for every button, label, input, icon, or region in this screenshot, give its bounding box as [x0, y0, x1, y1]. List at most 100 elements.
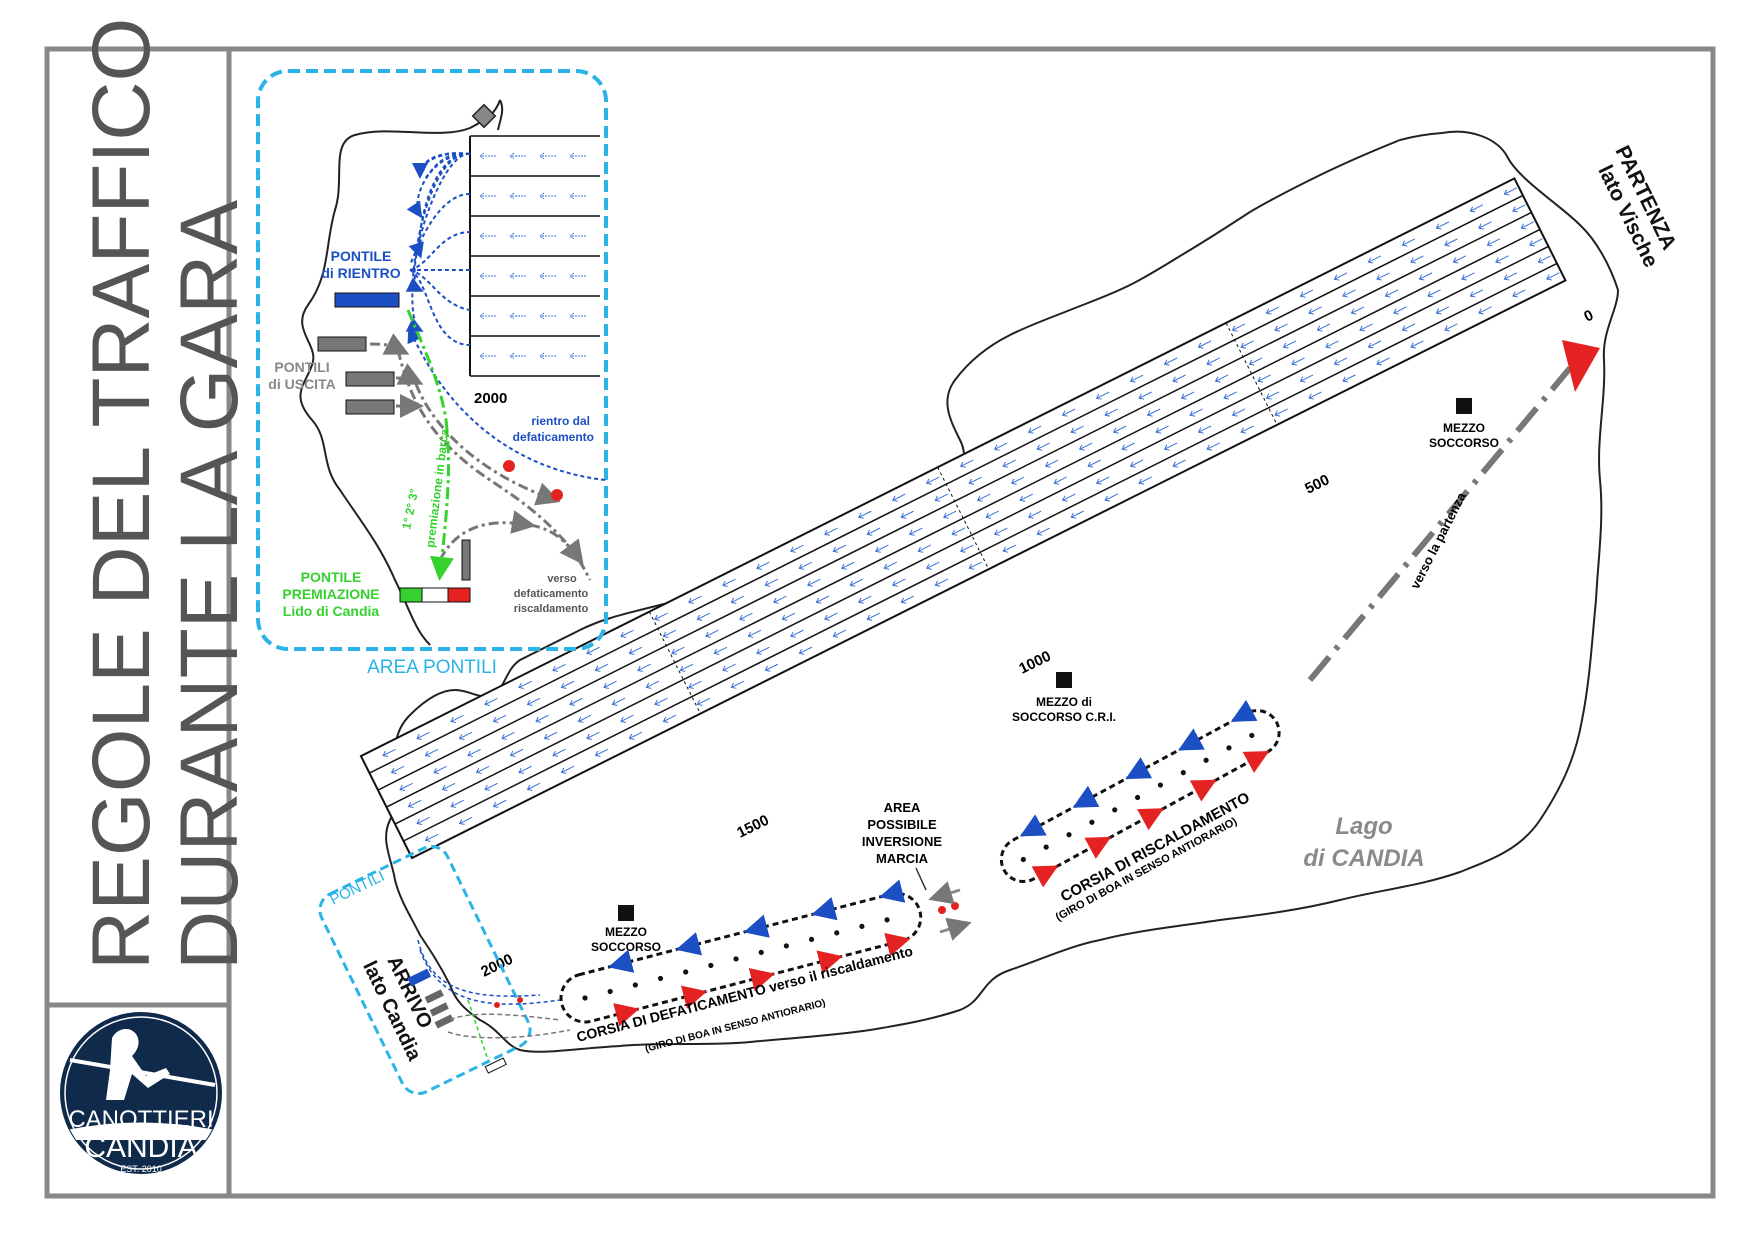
- lane-arrow: [1036, 527, 1050, 536]
- lane-arrow: [526, 697, 541, 706]
- lane-arrow: [1299, 289, 1314, 298]
- lane-arrow: [1155, 425, 1169, 434]
- buoy-dot: [834, 930, 840, 936]
- inset-lane-arrow: [539, 192, 556, 200]
- verso-partenza-path: [1307, 366, 1573, 682]
- lane-arrow: [688, 595, 702, 604]
- lane-arrow: [1172, 459, 1186, 468]
- lane-arrow: [552, 663, 566, 672]
- lane-arrow: [951, 527, 966, 536]
- pontile-rientro-l1: PONTILE: [331, 248, 392, 264]
- lane-arrow: [1308, 306, 1322, 315]
- pontile-premiazione-l1: PONTILE: [301, 569, 362, 585]
- lane-arrow: [1027, 425, 1042, 434]
- lane-arrow: [696, 612, 711, 621]
- blue-direction-arrow: [811, 897, 838, 921]
- red-direction-arrow: [1031, 865, 1059, 888]
- buoy-dot: [1089, 819, 1095, 825]
- lane-arrow: [943, 510, 957, 519]
- lane-arrow: [611, 697, 626, 706]
- lane-arrow: [832, 629, 847, 638]
- lane-arrow: [1274, 408, 1288, 417]
- blue-direction-arrow: [1125, 757, 1153, 780]
- lane-arrow: [577, 714, 592, 723]
- podium-label: 1° 2° 3°: [399, 487, 421, 530]
- lane-arrow: [671, 646, 685, 655]
- lane-arrow: [713, 646, 728, 655]
- lane-arrow: [1095, 476, 1110, 485]
- lane-arrow: [492, 799, 507, 808]
- lane-arrow: [560, 765, 575, 774]
- svg-text:INVERSIONE: INVERSIONE: [862, 834, 943, 849]
- lane-arrow: [620, 629, 634, 638]
- lane-arrow: [756, 646, 770, 655]
- lane-arrow: [1444, 323, 1458, 332]
- inversione-buoy-2: [951, 902, 959, 910]
- logo-line1: CANOTTIERI: [68, 1106, 213, 1133]
- lane-arrow: [832, 544, 847, 553]
- lane-arrow: [807, 578, 821, 587]
- inset-lane-arrow: [539, 352, 556, 360]
- lane-arrow: [1027, 510, 1042, 519]
- lane-arrow: [1163, 357, 1178, 366]
- inset-pole: [461, 539, 471, 581]
- lane-arrow: [484, 782, 498, 791]
- buoy-dot: [657, 975, 664, 982]
- buoy-dot: [783, 943, 789, 949]
- page-title: REGOLE DEL TRAFFICO DURANTE LA GARA: [76, 18, 255, 970]
- buoy-dot: [632, 982, 638, 988]
- podium-white: [421, 587, 449, 603]
- lane-arrow: [586, 646, 600, 655]
- inset-shoreline: [299, 99, 501, 646]
- lane-arrow: [730, 595, 745, 604]
- inset-lane-arrow: [539, 152, 556, 160]
- inset-lane-arrow: [509, 312, 526, 320]
- lane-arrow: [909, 527, 923, 536]
- lane-arrow: [416, 731, 430, 740]
- lane-arrow: [1435, 306, 1450, 315]
- lane-arrow: [1512, 204, 1526, 213]
- lane-arrow: [883, 561, 898, 570]
- pontile-uscita-3: [345, 399, 395, 415]
- mezzo-cri-l2: SOCCORSO C.R.I.: [1012, 710, 1116, 724]
- lane-line: [394, 245, 1549, 825]
- lane-arrow: [450, 714, 464, 723]
- lane-arrow: [1240, 340, 1254, 349]
- lane-arrow: [1435, 221, 1450, 230]
- lane-arrow: [705, 629, 719, 638]
- lane-arrow: [1546, 272, 1560, 281]
- lane-arrow: [1478, 221, 1492, 230]
- lane-arrow: [1520, 221, 1535, 230]
- pontile-premiazione-l3: Lido di Candia: [283, 603, 380, 619]
- buoy-dot: [1249, 732, 1255, 739]
- premiazione-path: [406, 309, 454, 581]
- lane-arrow: [1206, 442, 1220, 451]
- lane-arrow: [730, 680, 745, 689]
- lane-arrow: [824, 527, 838, 536]
- lane-arrow: [1452, 255, 1467, 264]
- lane-arrow: [1121, 442, 1135, 451]
- lane-arrow: [985, 510, 999, 519]
- inset-distance-2000: 2000: [474, 390, 507, 407]
- lane-arrow: [458, 731, 473, 740]
- lane-arrow: [586, 731, 600, 740]
- lane-arrow: [484, 697, 498, 706]
- pontile-uscita-2: [345, 371, 395, 387]
- distance-500: 500: [1302, 471, 1332, 497]
- red-direction-arrow: [1137, 808, 1164, 831]
- lane-arrow: [1197, 425, 1212, 434]
- inset-start-tower: [471, 103, 497, 129]
- lane-arrow: [645, 680, 660, 689]
- lane-arrow: [424, 748, 439, 757]
- lane-arrow: [628, 731, 643, 740]
- lane-arrow: [1231, 323, 1246, 332]
- lane-arrow: [1078, 442, 1093, 451]
- blue-direction-arrow: [1230, 699, 1258, 722]
- lane-arrow: [1537, 255, 1552, 264]
- lane-arrow: [917, 544, 932, 553]
- inversione-buoy-1: [938, 906, 946, 914]
- inset-lane-arrow: [569, 272, 586, 280]
- lane-arrow: [1333, 357, 1348, 366]
- lane-arrow: [1418, 272, 1433, 281]
- inset-lane-arrow: [509, 152, 526, 160]
